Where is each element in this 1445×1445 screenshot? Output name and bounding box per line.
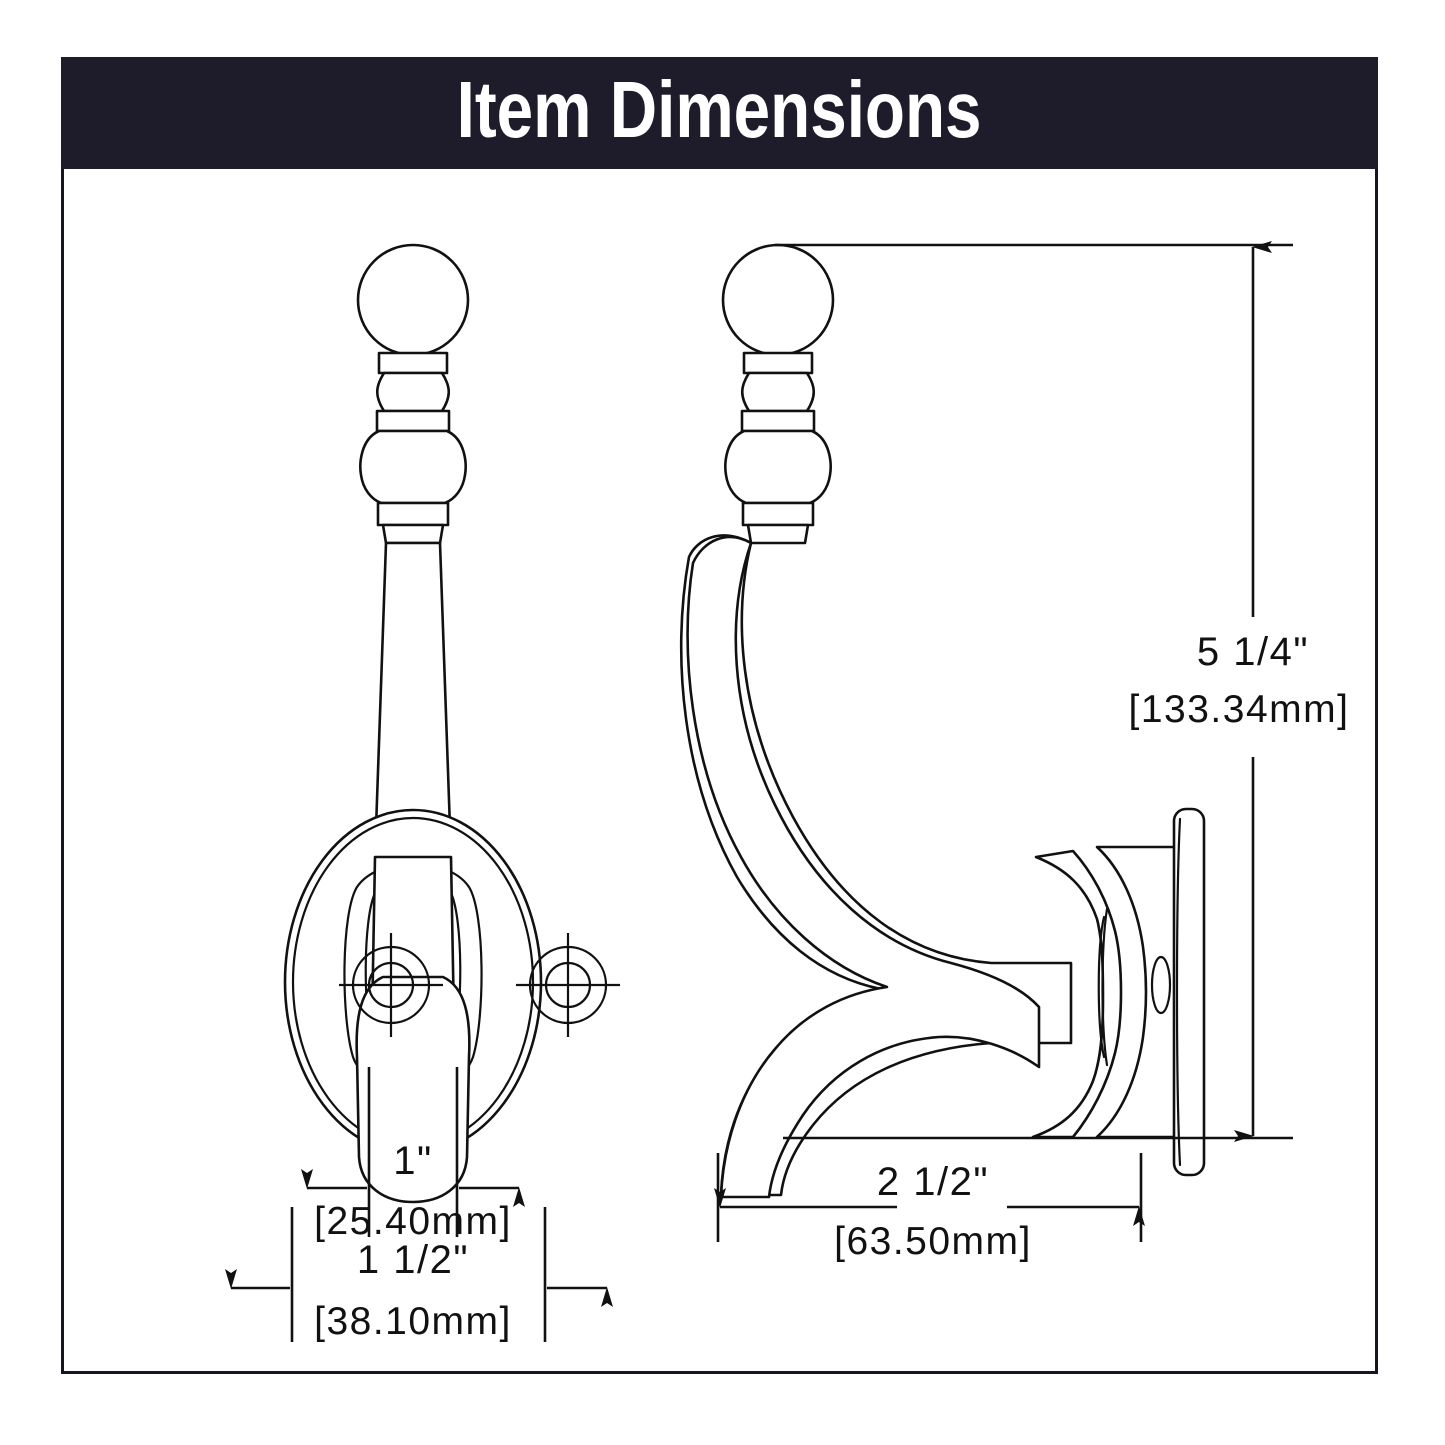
page-title: Item Dimensions [457, 65, 982, 154]
dimension-projection: 2 1/2" [63.50mm] [714, 1153, 1145, 1263]
dimension-height: 5 1/4" [133.34mm] [775, 241, 1350, 1142]
side-mounting-plate [1172, 807, 1206, 1177]
dimension-base-width: 1 1/2" [38.10mm] [225, 1207, 613, 1343]
front-collar [359, 351, 467, 545]
technical-drawing-svg: 5 1/4" [133.34mm] 2 1/2" [63.50mm] 1" [2… [225, 241, 1350, 1343]
side-collar [724, 351, 832, 545]
drawing-canvas: 5 1/4" [133.34mm] 2 1/2" [63.50mm] 1" [2… [61, 57, 1378, 1374]
side-backplate-flare [1095, 845, 1183, 1139]
front-screw-hole-left [339, 933, 443, 1037]
base-width-inches-label: 1 1/2" [357, 1238, 469, 1282]
projection-inches-label: 2 1/2" [877, 1160, 989, 1204]
side-view [679, 243, 1206, 1199]
front-ball-finial [356, 243, 470, 357]
front-lower-hook [355, 975, 471, 1204]
side-screw-detail [1150, 955, 1172, 1015]
side-mounting-plate-edge [1175, 817, 1182, 1167]
side-ball-finial [721, 243, 835, 357]
dimension-hook-width: 1" [25.40mm] [301, 1067, 525, 1243]
side-neck [1031, 849, 1123, 1139]
projection-mm-label: [63.50mm] [834, 1220, 1032, 1263]
front-view [283, 243, 620, 1204]
front-screw-hole-right [516, 933, 620, 1037]
height-inches-label: 5 1/4" [1197, 630, 1309, 674]
hook-width-mm-label: [25.40mm] [314, 1200, 512, 1243]
title-bar: Item Dimensions [61, 57, 1378, 169]
hook-width-inches-label: 1" [393, 1139, 432, 1183]
side-neck-parting-line [1097, 915, 1106, 1059]
side-neck-parting-line-2 [1101, 907, 1109, 1067]
height-mm-label: [133.34mm] [1129, 688, 1350, 731]
side-hook-body [686, 535, 1041, 1199]
side-hook-arm [679, 534, 1073, 1197]
base-width-mm-label: [38.10mm] [314, 1300, 512, 1343]
